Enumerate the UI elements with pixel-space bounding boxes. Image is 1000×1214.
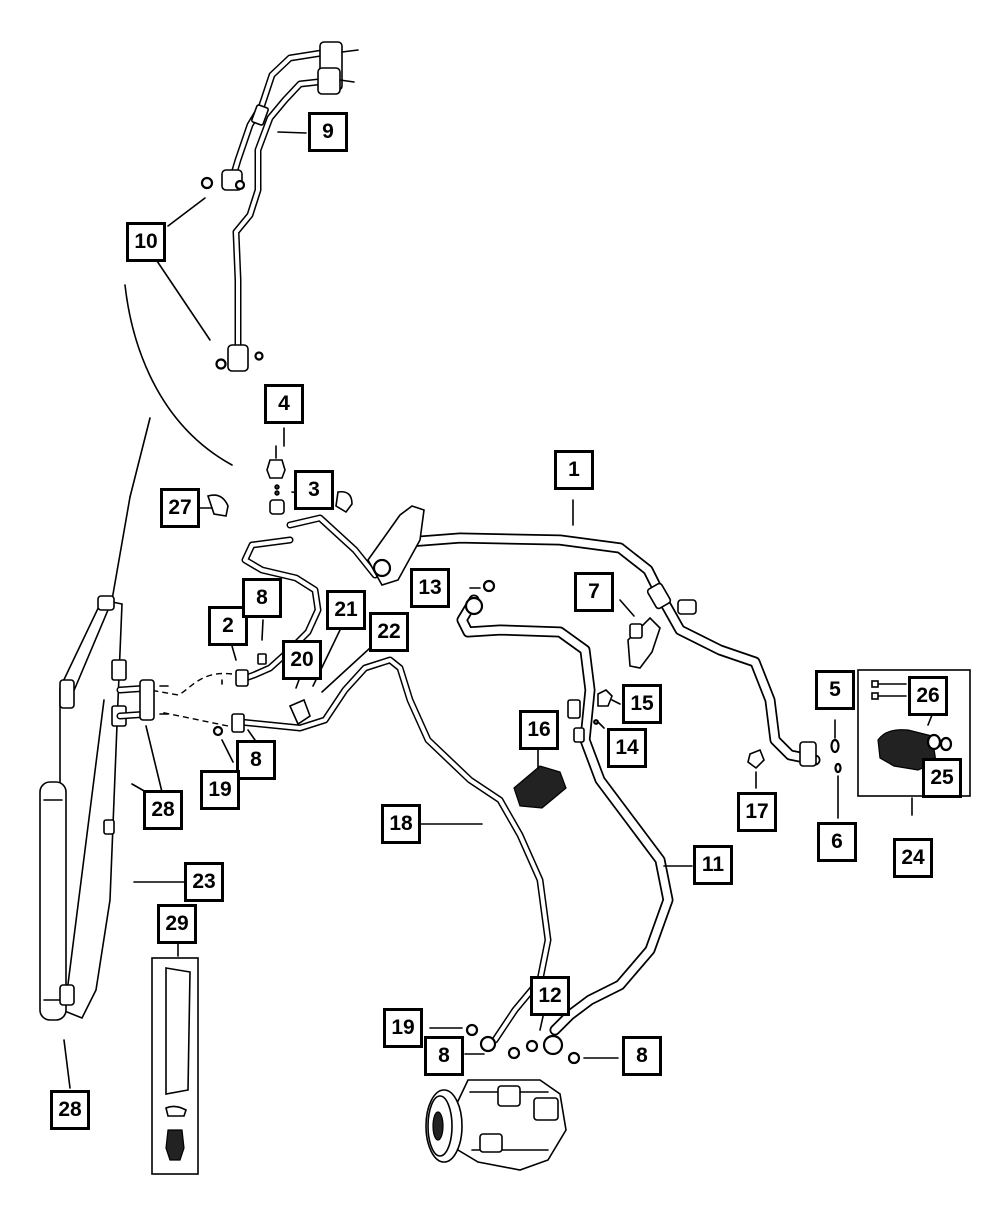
discharge-line xyxy=(149,536,552,1044)
callout-8d: 8 xyxy=(622,1036,662,1076)
callout-8b: 8 xyxy=(236,740,276,780)
callout-21: 21 xyxy=(326,590,366,630)
liquid-line-upper xyxy=(200,41,359,372)
callout-19b: 19 xyxy=(383,1008,423,1048)
bracket-7 xyxy=(619,599,661,669)
sensor-16 xyxy=(513,749,567,809)
callout-3: 3 xyxy=(294,470,334,510)
callout-28b: 28 xyxy=(50,1090,90,1130)
callout-13: 13 xyxy=(410,568,450,608)
callout-29: 29 xyxy=(157,904,197,944)
callout-6: 6 xyxy=(817,822,857,862)
callout-12: 12 xyxy=(530,976,570,1016)
callout-16: 16 xyxy=(519,710,559,750)
compressor xyxy=(425,1011,619,1171)
callout-26: 26 xyxy=(908,676,948,716)
callout-11: 11 xyxy=(693,845,733,885)
callout-8c: 8 xyxy=(424,1036,464,1076)
callout-17: 17 xyxy=(737,792,777,832)
callout-4: 4 xyxy=(264,384,304,424)
suction-line-11 xyxy=(456,594,674,1056)
callout-22: 22 xyxy=(369,612,409,652)
callout-18: 18 xyxy=(381,804,421,844)
callout-19a: 19 xyxy=(200,770,240,810)
callout-14: 14 xyxy=(607,728,647,768)
callout-25: 25 xyxy=(922,758,962,798)
callout-23: 23 xyxy=(184,862,224,902)
callout-28a: 28 xyxy=(143,790,183,830)
callout-7: 7 xyxy=(574,572,614,612)
service-valves xyxy=(199,445,353,517)
condenser xyxy=(39,595,169,1021)
suction-line-1 xyxy=(286,505,821,767)
drier-kit-29 xyxy=(151,939,199,1175)
callout-1: 1 xyxy=(554,450,594,490)
callout-10: 10 xyxy=(126,222,166,262)
callout-15: 15 xyxy=(622,684,662,724)
callout-27: 27 xyxy=(160,488,200,528)
callout-2: 2 xyxy=(208,606,248,646)
callout-24: 24 xyxy=(893,838,933,878)
callout-20: 20 xyxy=(282,640,322,680)
callout-5: 5 xyxy=(815,670,855,710)
callout-9: 9 xyxy=(308,112,348,152)
callout-8a: 8 xyxy=(242,578,282,618)
